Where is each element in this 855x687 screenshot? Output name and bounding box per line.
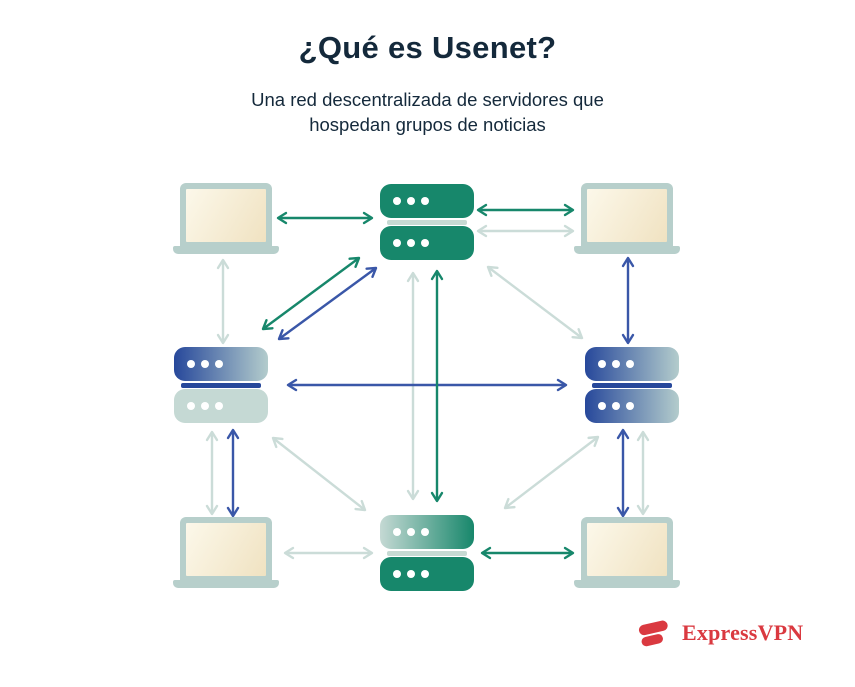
server-right xyxy=(585,347,679,423)
arrow-server-bottom--server-right xyxy=(503,435,600,510)
server-unit-bottom xyxy=(380,226,474,260)
expressvpn-icon xyxy=(638,620,668,647)
server-unit-top xyxy=(174,347,268,381)
server-led-dot xyxy=(598,360,606,368)
laptop-display xyxy=(587,523,667,576)
arrow-server-left--server-top xyxy=(261,256,361,331)
server-divider xyxy=(387,219,467,225)
server-led-dot xyxy=(407,197,415,205)
server-unit-top xyxy=(380,184,474,218)
server-led-dot xyxy=(215,360,223,368)
laptop-top-left xyxy=(173,183,279,254)
server-led-dot xyxy=(215,402,223,410)
server-unit-bottom xyxy=(380,557,474,591)
brand-logo: ExpressVPN xyxy=(637,617,803,649)
laptop-base xyxy=(173,580,279,588)
server-led-dot xyxy=(187,402,195,410)
laptop-bottom-right xyxy=(574,517,680,588)
server-led-dot xyxy=(626,360,634,368)
laptop-display xyxy=(186,523,266,576)
server-led-dot xyxy=(407,570,415,578)
server-led-dot xyxy=(201,360,209,368)
server-led-dot xyxy=(393,570,401,578)
server-led-dot xyxy=(421,239,429,247)
laptop-screen xyxy=(581,517,673,580)
server-unit-top xyxy=(380,515,474,549)
server-led-dot xyxy=(393,528,401,536)
laptop-display xyxy=(186,189,266,242)
arrow-server-left--server-bottom xyxy=(271,436,367,512)
arrow-server-top--server-right xyxy=(486,265,584,340)
server-led-dot xyxy=(407,528,415,536)
server-top xyxy=(380,184,474,260)
page-title: ¿Qué es Usenet? xyxy=(298,30,557,65)
server-led-dot xyxy=(187,360,195,368)
page-subtitle: Una red descentralizada de servidores qu… xyxy=(0,87,855,137)
server-led-dot xyxy=(393,197,401,205)
laptop-display xyxy=(587,189,667,242)
server-unit-top xyxy=(585,347,679,381)
server-divider xyxy=(387,550,467,556)
server-led-dot xyxy=(612,360,620,368)
server-led-dot xyxy=(421,528,429,536)
laptop-screen xyxy=(180,183,272,246)
server-led-dot xyxy=(626,402,634,410)
server-divider xyxy=(592,382,672,388)
arrow-server-left--server-top xyxy=(277,266,378,341)
server-led-dot xyxy=(421,570,429,578)
server-led-dot xyxy=(421,197,429,205)
laptop-base xyxy=(574,580,680,588)
laptop-base xyxy=(173,246,279,254)
server-unit-bottom xyxy=(585,389,679,423)
server-unit-bottom xyxy=(174,389,268,423)
laptop-screen xyxy=(180,517,272,580)
server-divider xyxy=(181,382,261,388)
laptop-base xyxy=(574,246,680,254)
subtitle-line-1: Una red descentralizada de servidores qu… xyxy=(251,89,604,110)
server-led-dot xyxy=(598,402,606,410)
server-led-dot xyxy=(407,239,415,247)
expressvpn-wordmark: ExpressVPN xyxy=(682,620,804,645)
server-led-dot xyxy=(201,402,209,410)
laptop-top-right xyxy=(574,183,680,254)
laptop-bottom-left xyxy=(173,517,279,588)
subtitle-line-2: hospedan grupos de noticias xyxy=(309,114,546,136)
header: ¿Qué es Usenet? Una red descentralizada … xyxy=(0,30,855,137)
laptop-screen xyxy=(581,183,673,246)
server-led-dot xyxy=(612,402,620,410)
server-bottom xyxy=(380,515,474,591)
server-led-dot xyxy=(393,239,401,247)
server-left xyxy=(174,347,268,423)
